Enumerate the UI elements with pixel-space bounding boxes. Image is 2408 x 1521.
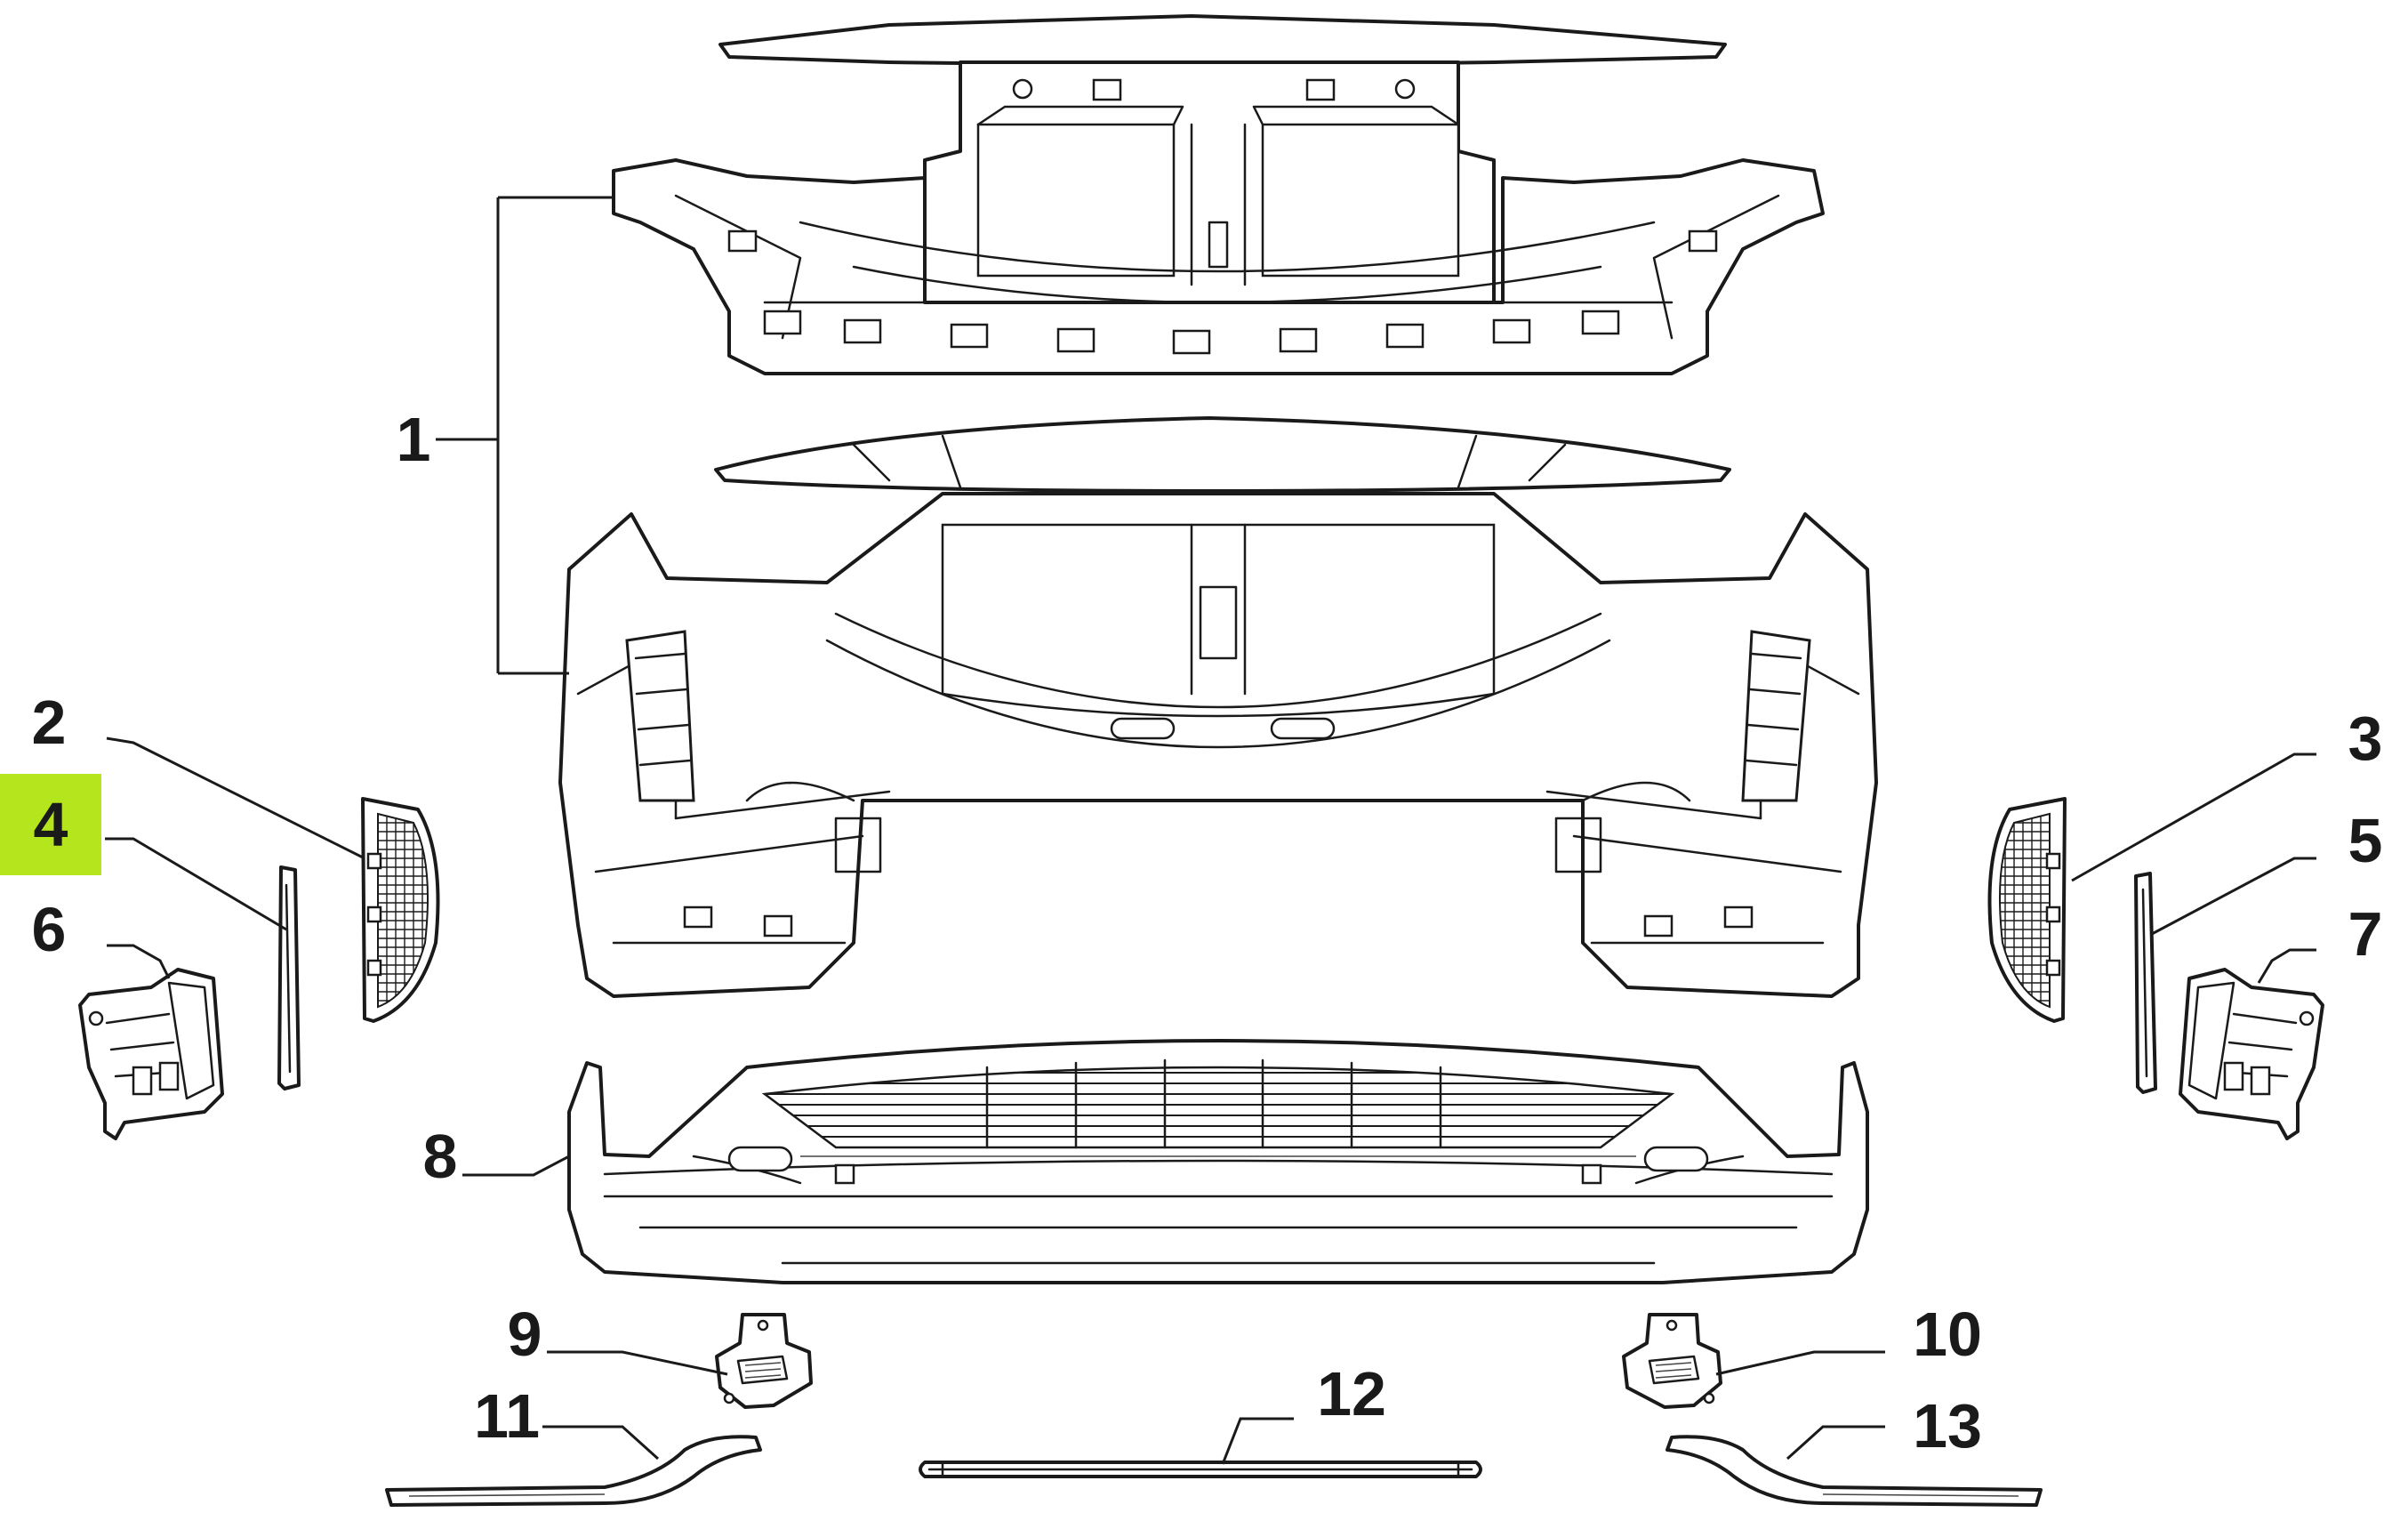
- leader-1: [436, 196, 614, 675]
- callout-10[interactable]: 10: [1913, 1300, 1982, 1369]
- callout-6[interactable]: 6: [32, 895, 67, 964]
- lower-bumper-part[interactable]: [567, 1039, 1869, 1284]
- callout-12[interactable]: 12: [1317, 1359, 1386, 1428]
- callout-5[interactable]: 5: [2348, 806, 2383, 875]
- callout-3[interactable]: 3: [2348, 704, 2383, 773]
- bumper-cover-part[interactable]: [558, 492, 1878, 998]
- leader-3: [2071, 752, 2316, 882]
- leader-13: [1786, 1425, 1885, 1461]
- callouts: 1 2 3 4 5 6 7 8 9 10 11 12 13: [0, 405, 2382, 1461]
- callout-2[interactable]: 2: [32, 688, 67, 757]
- leader-5: [2151, 857, 2316, 936]
- leader-10: [1715, 1350, 1885, 1376]
- left-side-grille-part[interactable]: [361, 797, 440, 1023]
- callout-9[interactable]: 9: [508, 1300, 542, 1369]
- leader-lines: [105, 196, 2316, 1465]
- upper-crossmember-part[interactable]: [612, 14, 1825, 375]
- right-lower-trim-part[interactable]: [1666, 1435, 2043, 1507]
- callout-1[interactable]: 1: [397, 405, 431, 474]
- right-tow-cover-part[interactable]: [1622, 1313, 1722, 1409]
- right-fog-bracket-part[interactable]: [2179, 968, 2324, 1140]
- leader-9: [547, 1350, 728, 1376]
- callout-4[interactable]: 4: [34, 790, 68, 859]
- leader-8: [462, 1155, 570, 1177]
- left-tow-cover-part[interactable]: [715, 1313, 813, 1409]
- callout-8[interactable]: 8: [423, 1122, 458, 1191]
- right-side-grille-part[interactable]: [1987, 797, 2067, 1023]
- right-trim-strip-part[interactable]: [2134, 872, 2157, 1094]
- callout-13[interactable]: 13: [1913, 1391, 1982, 1461]
- center-lower-trim-part[interactable]: [919, 1461, 1482, 1478]
- leader-6: [107, 944, 171, 979]
- upper-beam-part[interactable]: [714, 416, 1731, 493]
- left-fog-bracket-part[interactable]: [78, 968, 224, 1140]
- leader-12: [1221, 1417, 1294, 1465]
- left-trim-strip-part[interactable]: [277, 865, 301, 1090]
- leader-4: [105, 837, 287, 931]
- leader-11: [542, 1425, 660, 1461]
- left-lower-trim-part[interactable]: [385, 1435, 762, 1507]
- callout-11[interactable]: 11: [474, 1381, 540, 1451]
- callout-4-highlight: [0, 774, 101, 875]
- leader-2: [106, 736, 365, 860]
- leader-7: [2257, 948, 2316, 984]
- callout-7[interactable]: 7: [2348, 899, 2383, 969]
